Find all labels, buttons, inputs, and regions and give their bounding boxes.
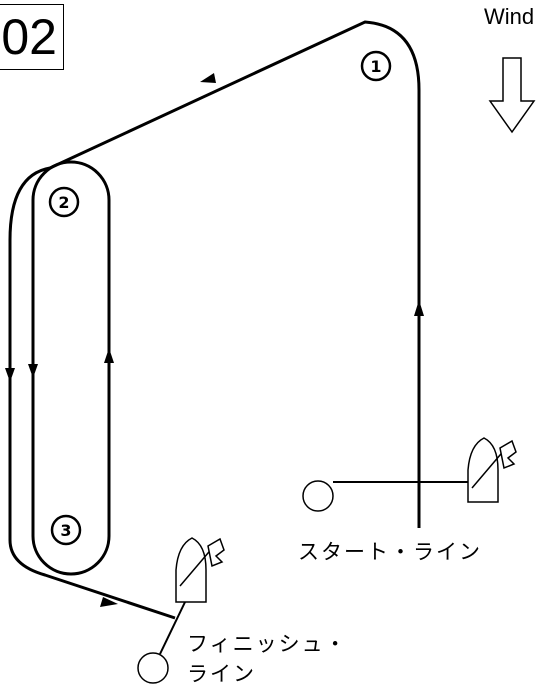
start-pin-buoy [302, 480, 334, 512]
course-leg-start-to-mark1 [49, 20, 421, 528]
wind-label: Wind [484, 4, 535, 29]
start-line-label: スタート・ライン [298, 540, 482, 564]
direction-arrow-inner-up [104, 348, 114, 363]
course-inner-loop [31, 160, 111, 576]
mark-2-number: 2 [58, 193, 69, 212]
finish-line-label-line1: フィニッシュ・ [187, 632, 348, 656]
finish-line [159, 599, 187, 655]
mark-2: 2 [48, 186, 80, 218]
mark-1-number: 1 [370, 57, 381, 76]
direction-arrow-inner-down [28, 364, 38, 378]
mark-1: 1 [360, 50, 392, 82]
mark-3-number: 3 [60, 521, 71, 540]
direction-arrow-to-finish [100, 597, 118, 607]
mark-3: 3 [50, 514, 82, 546]
start-committee-boat-icon [467, 437, 517, 503]
finish-pin-buoy [137, 652, 169, 684]
finish-committee-boat-icon [175, 537, 225, 603]
direction-arrow-to-mark2 [200, 73, 216, 83]
course-code: 02 [1, 9, 57, 65]
direction-arrow-outer-down [5, 368, 15, 382]
course-outer-loop [8, 166, 176, 620]
wind-arrow-icon [488, 57, 536, 134]
course-code-box: 02 [0, 4, 64, 70]
direction-arrow-upwind [414, 300, 424, 316]
finish-line-label-line2: ライン [187, 662, 256, 686]
